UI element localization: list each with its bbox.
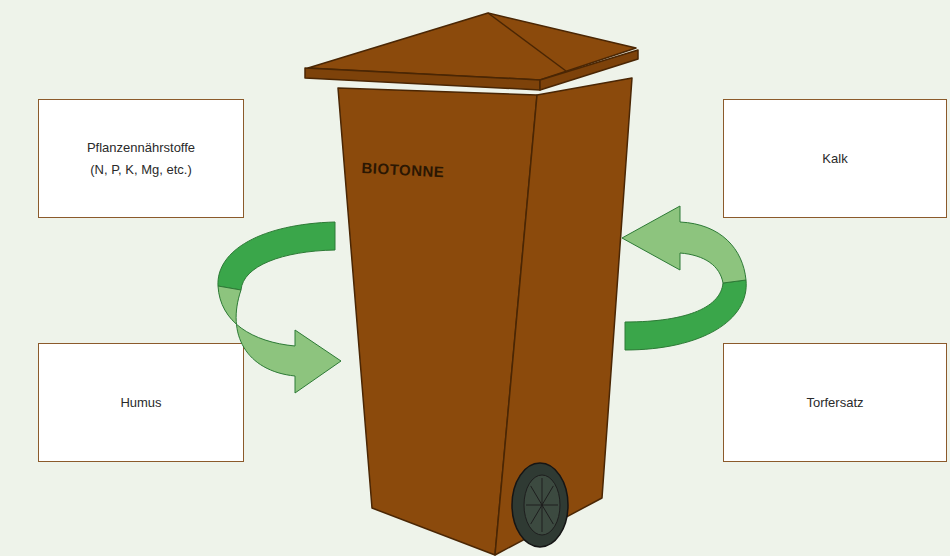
wheel-spoke <box>531 486 554 524</box>
bin-outline <box>300 10 645 556</box>
cycle-arrow-band <box>625 280 746 350</box>
bin-side-face <box>495 78 632 555</box>
cycle-arrow-head <box>622 206 746 283</box>
lime-box: Kalk <box>723 99 947 218</box>
bin-lid-edge <box>540 50 638 90</box>
bin-wheel <box>512 463 568 547</box>
peat-substitute-box: Torfersatz <box>723 343 947 462</box>
box-label: Pflanzennährstoffe (N, P, K, Mg, etc.) <box>79 137 203 180</box>
cycle-arrow-band <box>218 222 335 290</box>
biotonne-bin: BIOTONNE <box>300 10 645 556</box>
nutrient-box: Pflanzennährstoffe (N, P, K, Mg, etc.) <box>38 99 244 218</box>
humus-box: Humus <box>38 343 244 462</box>
box-label: Kalk <box>822 148 847 169</box>
wheel-tyre <box>512 463 568 547</box>
box-label: Torfersatz <box>806 392 863 413</box>
cycle-arrow-head <box>218 286 341 393</box>
bin-lid-edge <box>305 68 540 90</box>
bin-lid-crease <box>488 13 566 71</box>
wheel-hub <box>524 475 560 535</box>
box-label: Humus <box>120 392 161 413</box>
